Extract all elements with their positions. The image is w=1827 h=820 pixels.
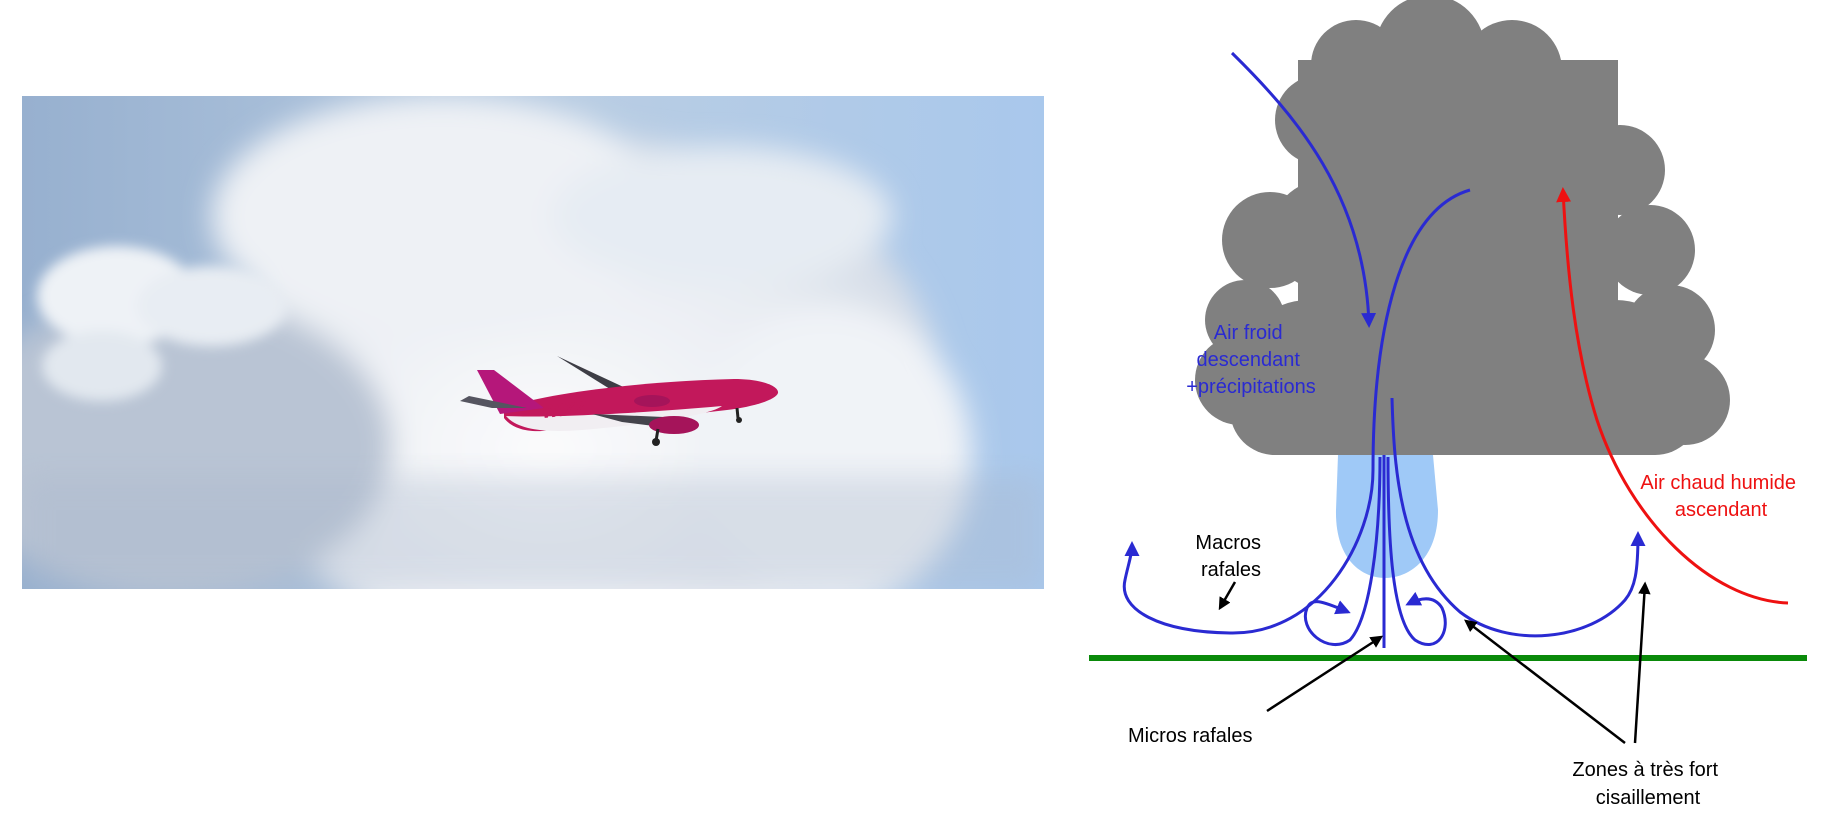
micro-gusts-label: Micros rafales (1128, 725, 1252, 747)
downdraft-flows (1122, 51, 1646, 648)
aircraft-photo: WIZZ (22, 96, 1044, 589)
micro-pointer-arrow (1266, 635, 1384, 713)
macro-pointer-arrow (1218, 581, 1237, 611)
right-macro-burst-arrow (1390, 397, 1646, 638)
precipitation-shaft (1335, 455, 1438, 578)
shear-pointer-arrow-left (1464, 619, 1626, 744)
tail-plane (460, 396, 527, 408)
airline-logo: WIZZ (541, 397, 588, 422)
tail-fin (477, 370, 544, 414)
pointer-arrows (1218, 581, 1651, 744)
left-micro-burst-loop (1303, 456, 1382, 647)
macro-gusts-label: Macros rafales (1195, 532, 1266, 581)
shear-pointer-arrow-right (1633, 581, 1651, 744)
right-micro-burst-loop (1386, 456, 1447, 647)
left-macro-burst-arrow (1122, 188, 1471, 635)
small-cloud (37, 246, 287, 401)
shear-zones-label: Zones à très fort cisaillement (1572, 759, 1723, 809)
warm-air-label: Air chaud humide ascendant (1640, 472, 1801, 521)
aircraft: WIZZ (460, 356, 779, 446)
microburst-diagram: Air froid descendant +précipitations Air… (1089, 0, 1807, 809)
engine (649, 416, 699, 434)
warm-updraft-arrow (1556, 187, 1789, 605)
incoming-cold-air-arrow (1230, 51, 1377, 328)
cold-air-label: Air froid descendant +précipitations (1186, 322, 1316, 398)
